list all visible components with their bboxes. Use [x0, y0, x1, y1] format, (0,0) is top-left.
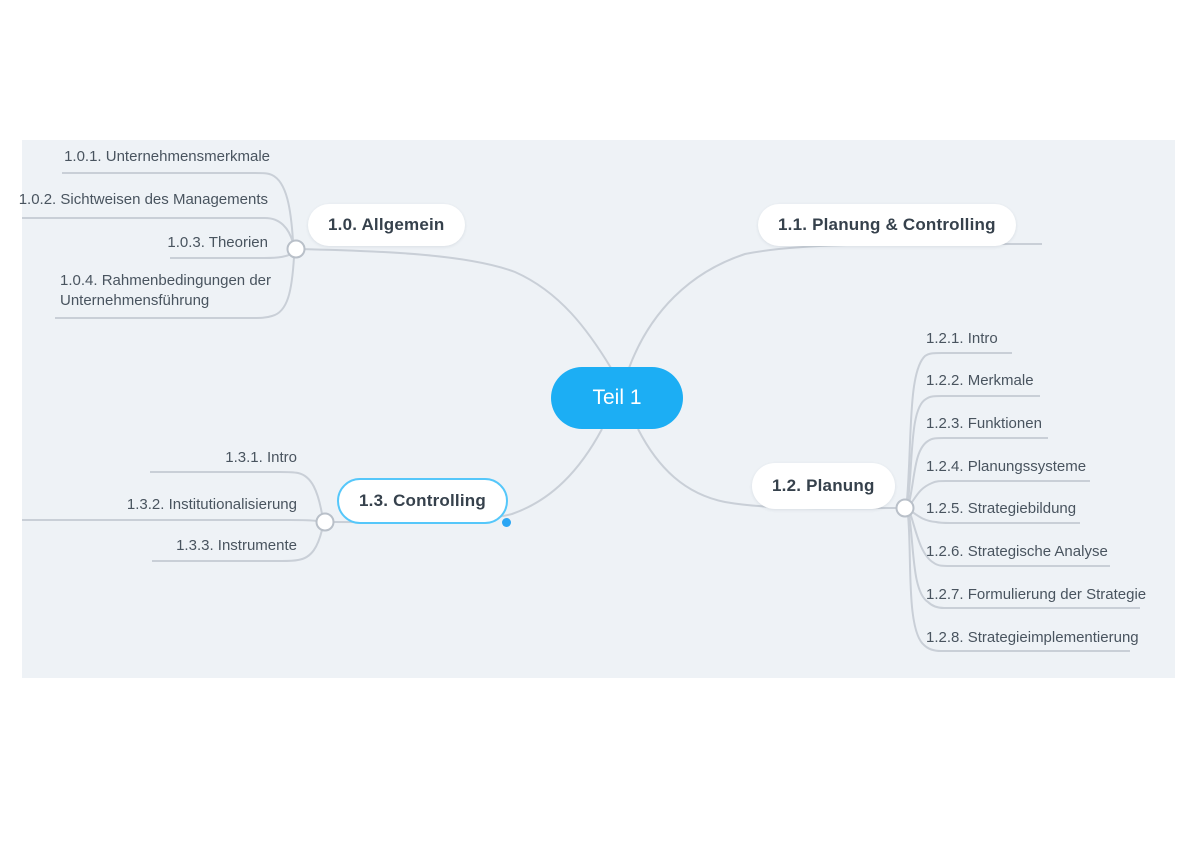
node-planung-controlling[interactable]: 1.1. Planung & Controlling: [758, 204, 1016, 246]
node-1-2-1[interactable]: 1.2.1. Intro: [926, 330, 998, 347]
leaf-line-1-3-2: [22, 519, 318, 522]
leaf-line-1-0-1: [62, 172, 294, 242]
node-1-2-5[interactable]: 1.2.5. Strategiebildung: [926, 500, 1077, 517]
node-controlling-label: 1.3. Controlling: [359, 491, 486, 510]
node-controlling[interactable]: 1.3. Controlling: [337, 478, 511, 527]
leaf-line-1-2-6: [909, 512, 1110, 567]
node-1-0-3[interactable]: 1.0.3. Theorien: [167, 234, 268, 251]
leaf-line-1-0-4: [55, 256, 295, 319]
node-1-3-3[interactable]: 1.3.3. Instrumente: [176, 537, 297, 554]
node-root[interactable]: Teil 1: [551, 367, 683, 429]
leaf-line-1-3-3: [152, 529, 323, 562]
connector-circle-allgemein[interactable]: [286, 239, 306, 259]
connector-circle-controlling[interactable]: [315, 512, 335, 532]
leaf-line-1-2-2: [907, 395, 1040, 502]
node-1-2-8[interactable]: 1.2.8. Strategieimplementierung: [926, 629, 1139, 646]
leaf-line-1-2-4: [909, 480, 1090, 506]
node-1-0-1[interactable]: 1.0.1. Unternehmensmerkmale: [64, 148, 270, 165]
leaf-line-1-0-2: [22, 217, 294, 244]
node-1-2-7[interactable]: 1.2.7. Formulierung der Strategie: [926, 586, 1147, 603]
selection-handle-dot[interactable]: [501, 518, 511, 527]
node-1-0-4[interactable]: 1.0.4. Rahmenbedingungen der Unternehmen…: [60, 272, 271, 309]
leaf-line-1-3-1: [150, 471, 323, 515]
leaf-line-1-2-3: [908, 437, 1048, 504]
node-1-2-6[interactable]: 1.2.6. Strategische Analyse: [926, 543, 1108, 560]
node-1-2-3[interactable]: 1.2.3. Funktionen: [926, 415, 1042, 432]
node-1-3-1[interactable]: 1.3.1. Intro: [225, 449, 297, 466]
node-planung[interactable]: 1.2. Planung: [752, 463, 895, 509]
branch-line-allgemein: [295, 248, 612, 369]
node-1-2-2[interactable]: 1.2.2. Merkmale: [926, 372, 1034, 389]
node-1-3-2[interactable]: 1.3.2. Institutionalisierung: [126, 496, 297, 513]
node-allgemein[interactable]: 1.0. Allgemein: [308, 204, 465, 246]
leaf-line-1-2-7: [908, 513, 1140, 609]
leaf-line-1-2-1: [906, 352, 1012, 501]
leaf-line-1-2-5: [910, 510, 1080, 524]
leaf-line-1-2-8: [907, 514, 1130, 652]
node-1-0-2[interactable]: 1.0.2. Sichtweisen des Managements: [18, 191, 268, 208]
connector-circle-planung[interactable]: [895, 498, 915, 518]
node-1-2-4[interactable]: 1.2.4. Planungssysteme: [926, 458, 1087, 475]
